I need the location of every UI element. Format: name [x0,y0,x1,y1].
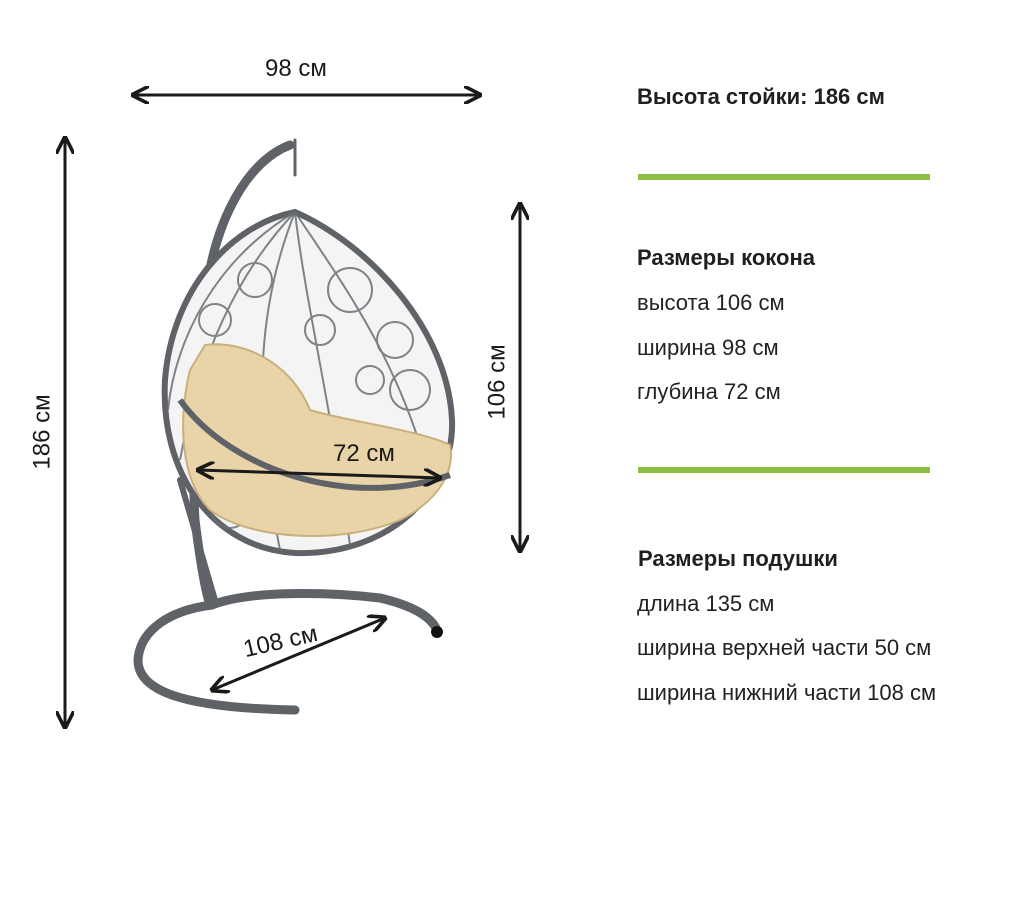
stand-height-heading: Высота стойки: 186 см [637,84,885,109]
divider-top [638,174,930,180]
cocoon-height-label: 106 см [483,344,511,420]
cushion-top-width-spec: ширина верхней части 50 см [637,635,932,660]
cocoon-depth-spec: глубина 72 см [637,379,781,404]
cushion-length-spec: длина 135 см [637,591,775,616]
width-label: 98 см [265,55,327,82]
base-arrow [212,618,385,690]
depth-arrow [198,470,440,478]
cushion-bottom-width-spec: ширина нижний части 108 см [637,680,937,705]
divider-middle [638,467,930,473]
total-height-label: 186 см [28,394,56,470]
cushion-title: Размеры подушки [638,546,838,571]
hanging-chair-illustration [0,0,600,906]
depth-label: 72 см [333,440,395,467]
cocoon-width-spec: ширина 98 см [637,335,779,360]
cocoon-basket [161,208,456,557]
base-end-cap [431,626,443,638]
cocoon-height-spec: высота 106 см [637,290,785,315]
cocoon-title: Размеры кокона [637,245,815,270]
